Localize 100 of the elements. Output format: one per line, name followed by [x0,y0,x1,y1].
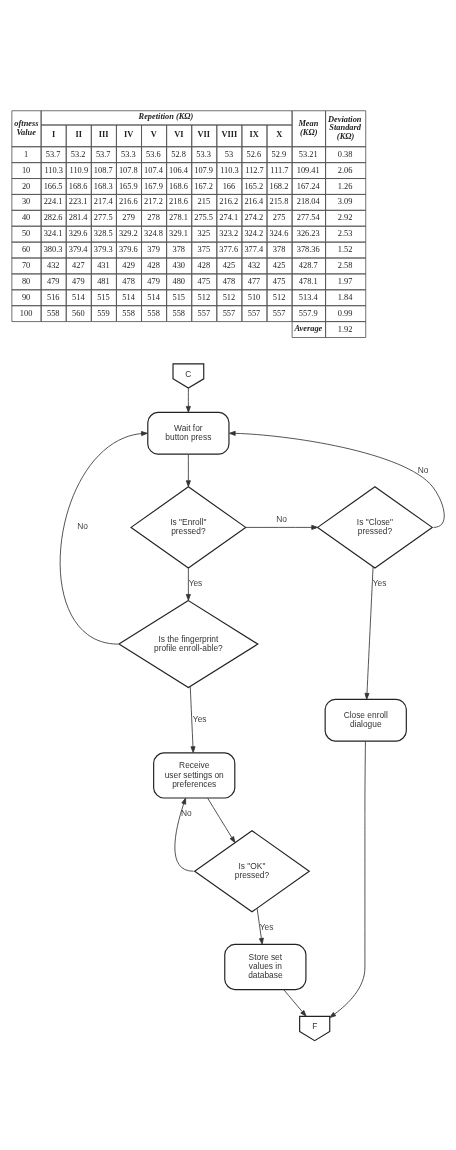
label: 557 [247,308,261,318]
label: 1.92 [337,324,353,334]
label: 60 [21,244,31,254]
label: 329.1 [169,228,188,238]
label: 107.4 [144,165,163,175]
label: 166.5 [43,181,63,191]
label: 53.2 [70,149,86,159]
label: 425 [222,260,236,270]
label: 324.6 [269,228,289,238]
label: 379.4 [68,244,88,254]
label: 215.8 [269,196,289,206]
label: 324.1 [43,228,63,238]
label: 277.54 [296,212,320,222]
label: III [98,129,109,139]
label: 0.38 [337,149,353,159]
label: 475 [272,276,286,286]
label: 377.4 [244,244,264,254]
label: 224.1 [43,196,63,206]
label: 1.26 [337,181,353,191]
label: II [75,129,82,139]
label: 514 [122,292,135,302]
label: VII [197,129,211,139]
label: 223.1 [68,196,88,206]
label: 218.6 [169,196,188,206]
label: 429 [122,260,135,270]
label: 53.3 [121,149,136,159]
label: 1.84 [337,292,353,302]
label: Average [294,323,323,333]
label: 478 [122,276,135,286]
label: V [150,129,157,139]
label: 275 [272,212,286,222]
label: 108.7 [93,165,113,175]
edge-label: No [417,464,429,475]
label: 514 [147,292,160,302]
label: 10 [21,165,31,175]
label: Mean (KΩ) [298,118,319,137]
edge-label: No [276,513,287,524]
label: 557 [197,308,211,318]
label: 52.8 [171,149,186,159]
label: 100 [19,308,33,318]
label: 218.04 [296,196,320,206]
label: 560 [72,308,85,318]
label: 215 [197,196,211,206]
label: IX [249,129,259,139]
label: 557.9 [298,308,318,318]
edge-label: No [180,807,192,818]
label: 324.8 [144,228,163,238]
label: 513.4 [298,292,318,302]
label: 425 [272,260,286,270]
label: 90 [21,292,31,302]
label: 428 [197,260,211,270]
label: 379 [147,244,160,254]
label: 53.7 [95,149,111,159]
label: 275.5 [194,212,214,222]
label: 432 [46,260,60,270]
label: 274.1 [219,212,239,222]
label: 278.1 [169,212,188,222]
label: 167.9 [144,181,163,191]
label: 80 [21,276,31,286]
label: I [52,129,56,139]
label: 380.3 [43,244,63,254]
label: 1.52 [337,244,353,254]
label: 512 [222,292,236,302]
label: 165.9 [118,181,138,191]
label: 2.53 [337,228,353,238]
label: 428 [147,260,160,270]
label: 52.6 [246,149,262,159]
label: 2.06 [337,165,353,175]
label: 53.7 [45,149,61,159]
label: 431 [97,260,110,270]
label: 282.6 [43,212,63,222]
label: 110.3 [44,165,63,175]
label: 559 [97,308,110,318]
label: 481 [97,276,110,286]
label: 375 [197,244,211,254]
label: 479 [72,276,85,286]
label: 168.6 [169,181,188,191]
label: 279 [122,212,135,222]
label: 515 [172,292,186,302]
label: 278 [147,212,160,222]
label: 478.1 [298,276,318,286]
label: 50 [21,228,31,238]
label: 106.4 [169,165,188,175]
label: 168.6 [68,181,88,191]
label: 53.6 [146,149,161,159]
label: 107.8 [118,165,138,175]
label: 377.6 [219,244,239,254]
label: 216.2 [219,196,239,206]
label: 432 [247,260,261,270]
edge-label: No [77,520,88,531]
label: 53.3 [196,149,211,159]
label: 217.4 [93,196,113,206]
label: IV [123,129,134,139]
label: 430 [172,260,186,270]
label: 558 [122,308,135,318]
label: 326.23 [296,228,320,238]
label: 512 [197,292,211,302]
label: 30 [21,196,31,206]
label: 165.2 [244,181,264,191]
label: 40 [21,212,31,222]
